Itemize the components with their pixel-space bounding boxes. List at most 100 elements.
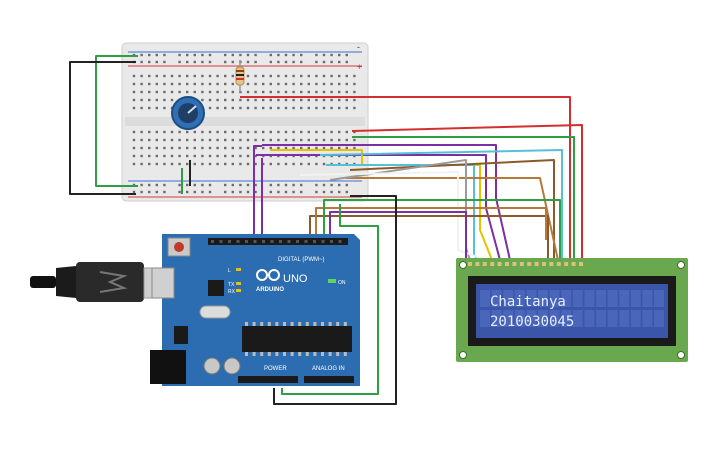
wire-cyan-1[interactable]: [319, 149, 563, 260]
power-jack: [150, 350, 186, 384]
lcd-pin[interactable]: [556, 262, 561, 266]
lcd-cell: [480, 290, 490, 307]
lcd-character-cells: [480, 290, 664, 327]
breadboard-hole: [148, 162, 151, 166]
lcd-pin[interactable]: [534, 262, 539, 266]
wire-brown-2[interactable]: [346, 177, 559, 261]
wire-purple-arduino-1[interactable]: [253, 145, 262, 238]
breadboard-hole: [277, 146, 280, 150]
lcd-pin[interactable]: [549, 262, 554, 266]
digital-pin[interactable]: [211, 240, 214, 243]
breadboard-hole: [186, 60, 189, 64]
breadboard-hole: [338, 146, 341, 150]
digital-pin[interactable]: [236, 240, 240, 243]
breadboard-hole: [216, 74, 219, 78]
breadboard-hole: [201, 74, 204, 78]
wire-green-left-rail[interactable]: [95, 55, 138, 187]
lcd-pin[interactable]: [475, 262, 480, 266]
lcd-mount-hole-tl: [459, 261, 467, 269]
digital-pin[interactable]: [338, 240, 342, 243]
wire-purple-1[interactable]: [262, 144, 511, 261]
lcd-pin[interactable]: [497, 262, 502, 266]
reset-button[interactable]: [174, 242, 184, 252]
lcd-pin[interactable]: [542, 262, 546, 266]
breadboard-hole: [239, 183, 242, 187]
digital-pin[interactable]: [296, 240, 299, 243]
lcd-pin[interactable]: [468, 262, 472, 266]
digital-pin[interactable]: [262, 240, 265, 243]
digital-pin[interactable]: [228, 240, 231, 243]
breadboard-hole: [284, 183, 288, 187]
breadboard-hole: [322, 106, 326, 110]
breadboard-hole: [216, 162, 219, 166]
breadboard-hole: [163, 154, 166, 158]
breadboard-hole: [254, 162, 257, 166]
digital-header-pins: [211, 240, 342, 243]
digital-pin[interactable]: [287, 240, 291, 243]
wire-brown-1[interactable]: [349, 159, 555, 260]
breadboard-hole: [224, 138, 227, 142]
wire-green-rail-lcd[interactable]: [352, 136, 575, 260]
wire-red-rail-lcd[interactable]: [351, 124, 583, 260]
digital-pin[interactable]: [245, 240, 248, 243]
breadboard-hole: [254, 154, 257, 158]
breadboard-hole: [277, 60, 280, 64]
breadboard-hole: [345, 98, 348, 102]
digital-pin[interactable]: [253, 240, 257, 243]
breadboard-hole: [254, 98, 257, 102]
lcd-cell: [514, 310, 525, 327]
breadboard-hole: [284, 98, 288, 102]
breadboard-hole: [178, 154, 181, 158]
wire-orange-arduino-lcd[interactable]: [315, 207, 547, 240]
breadboard-hole: [246, 53, 250, 57]
breadboard-hole: [246, 74, 250, 78]
breadboard-hole: [239, 162, 242, 166]
breadboard-hole: [201, 146, 204, 150]
lcd-pin[interactable]: [564, 262, 569, 266]
lcd-pin[interactable]: [527, 262, 532, 266]
wire-black-gnd[interactable]: [273, 195, 397, 405]
breadboard-hole: [262, 138, 265, 142]
breadboard-hole: [201, 190, 204, 194]
digital-pin[interactable]: [330, 240, 333, 243]
potentiometer[interactable]: [171, 96, 205, 130]
breadboard-hole: [148, 183, 151, 187]
digital-pin[interactable]: [304, 240, 308, 243]
digital-pin[interactable]: [270, 240, 274, 243]
lcd-pin[interactable]: [490, 262, 495, 266]
wire-brown-arduino-lcd[interactable]: [309, 215, 549, 260]
breadboard-hole: [155, 90, 158, 94]
lcd-pin[interactable]: [571, 262, 576, 266]
wire-cyan-2[interactable]: [326, 164, 479, 261]
lcd-pin[interactable]: [519, 262, 524, 266]
digital-pin[interactable]: [219, 240, 223, 243]
lcd-cell: [549, 310, 560, 327]
wire-purple-arduino-lcd[interactable]: [329, 211, 467, 260]
lcd-pin[interactable]: [512, 262, 517, 266]
digital-pin[interactable]: [279, 240, 282, 243]
rail-plus-label: +: [357, 62, 362, 72]
wire-purple-2[interactable]: [256, 154, 501, 261]
wire-green-arduino-lcd[interactable]: [323, 199, 561, 260]
breadboard-hole: [322, 60, 326, 64]
resistor-band-2: [236, 74, 244, 76]
digital-pin[interactable]: [321, 240, 325, 243]
lcd-pin[interactable]: [482, 262, 487, 266]
breadboard-hole: [307, 98, 310, 102]
wire-green-5v[interactable]: [281, 204, 379, 395]
breadboard-hole: [277, 82, 280, 86]
wire-black-left-rail[interactable]: [69, 61, 136, 195]
digital-pin[interactable]: [313, 240, 316, 243]
lcd-pin[interactable]: [579, 262, 583, 266]
breadboard-hole: [246, 183, 250, 187]
lcd-pin[interactable]: [505, 262, 509, 266]
breadboard-hole: [216, 146, 219, 150]
breadboard-hole: [269, 82, 272, 86]
breadboard-hole: [170, 74, 174, 78]
breadboard-hole: [315, 53, 318, 57]
breadboard-hole: [201, 130, 204, 134]
wire-red-resistor-lcd[interactable]: [240, 96, 571, 260]
resistor[interactable]: [235, 60, 245, 92]
breadboard-hole: [239, 53, 242, 57]
breadboard-hole: [224, 190, 227, 194]
